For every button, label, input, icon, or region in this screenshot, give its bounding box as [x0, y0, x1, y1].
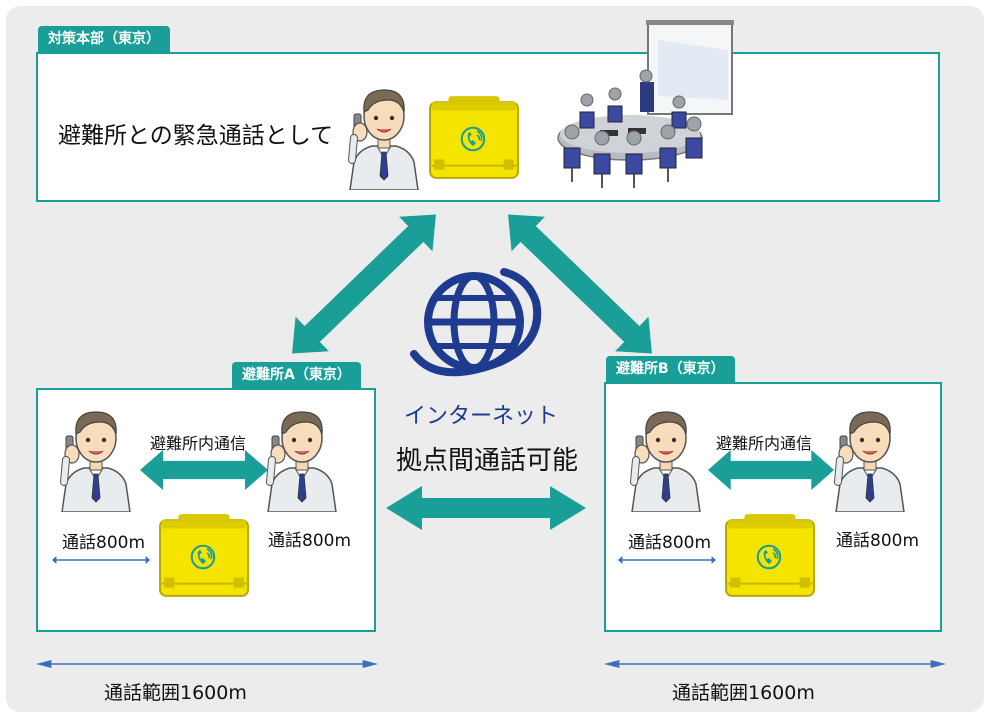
shelter-b-call-left: 通話800m: [628, 533, 712, 553]
shelter-a-internal-label: 避難所内通信: [150, 434, 247, 453]
shelter-a-device-icon: [158, 514, 250, 598]
shelter-a-person-left-icon: [56, 402, 136, 512]
shelter-b-range-arrow: [604, 659, 946, 669]
inter-site-label: 拠点間通話可能: [396, 446, 579, 476]
meeting-room-icon: [557, 20, 734, 188]
shelter-a-tab: 避難所A（東京）: [232, 362, 361, 388]
globe-icon: [410, 268, 542, 377]
internet-link-arrows: [292, 214, 652, 354]
shelter-a-range-arrow: [36, 659, 378, 669]
shelter-b-internal-arrow: [708, 450, 834, 490]
shelter-a-internal-arrow: [140, 450, 268, 490]
shelter-b-device-icon: [724, 514, 816, 598]
hq-tab: 対策本部（東京）: [38, 26, 170, 52]
shelter-a-range-label: 通話範囲1600m: [104, 682, 247, 704]
shelter-b-person-left-icon: [626, 402, 706, 512]
shelter-b-call-right: 通話800m: [836, 531, 920, 551]
hq-device-icon: [428, 96, 520, 180]
shelter-a-call-left: 通話800m: [62, 533, 146, 553]
hq-message: 避難所との緊急通話として: [58, 123, 334, 149]
shelter-b-tab: 避難所B（東京）: [606, 356, 735, 382]
hq-operator-icon: [344, 80, 424, 190]
inter-site-arrow: [386, 486, 586, 530]
shelter-b-internal-label: 避難所内通信: [716, 434, 813, 453]
shelter-a-call-range-arrow: [52, 555, 150, 565]
shelter-b-call-range-arrow: [618, 555, 716, 565]
shelter-b-range-label: 通話範囲1600m: [672, 682, 815, 704]
internet-label: インターネット: [404, 404, 559, 429]
shelter-b-person-right-icon: [830, 402, 910, 512]
shelter-a-call-right: 通話800m: [268, 531, 352, 551]
shelter-a-person-right-icon: [262, 402, 342, 512]
